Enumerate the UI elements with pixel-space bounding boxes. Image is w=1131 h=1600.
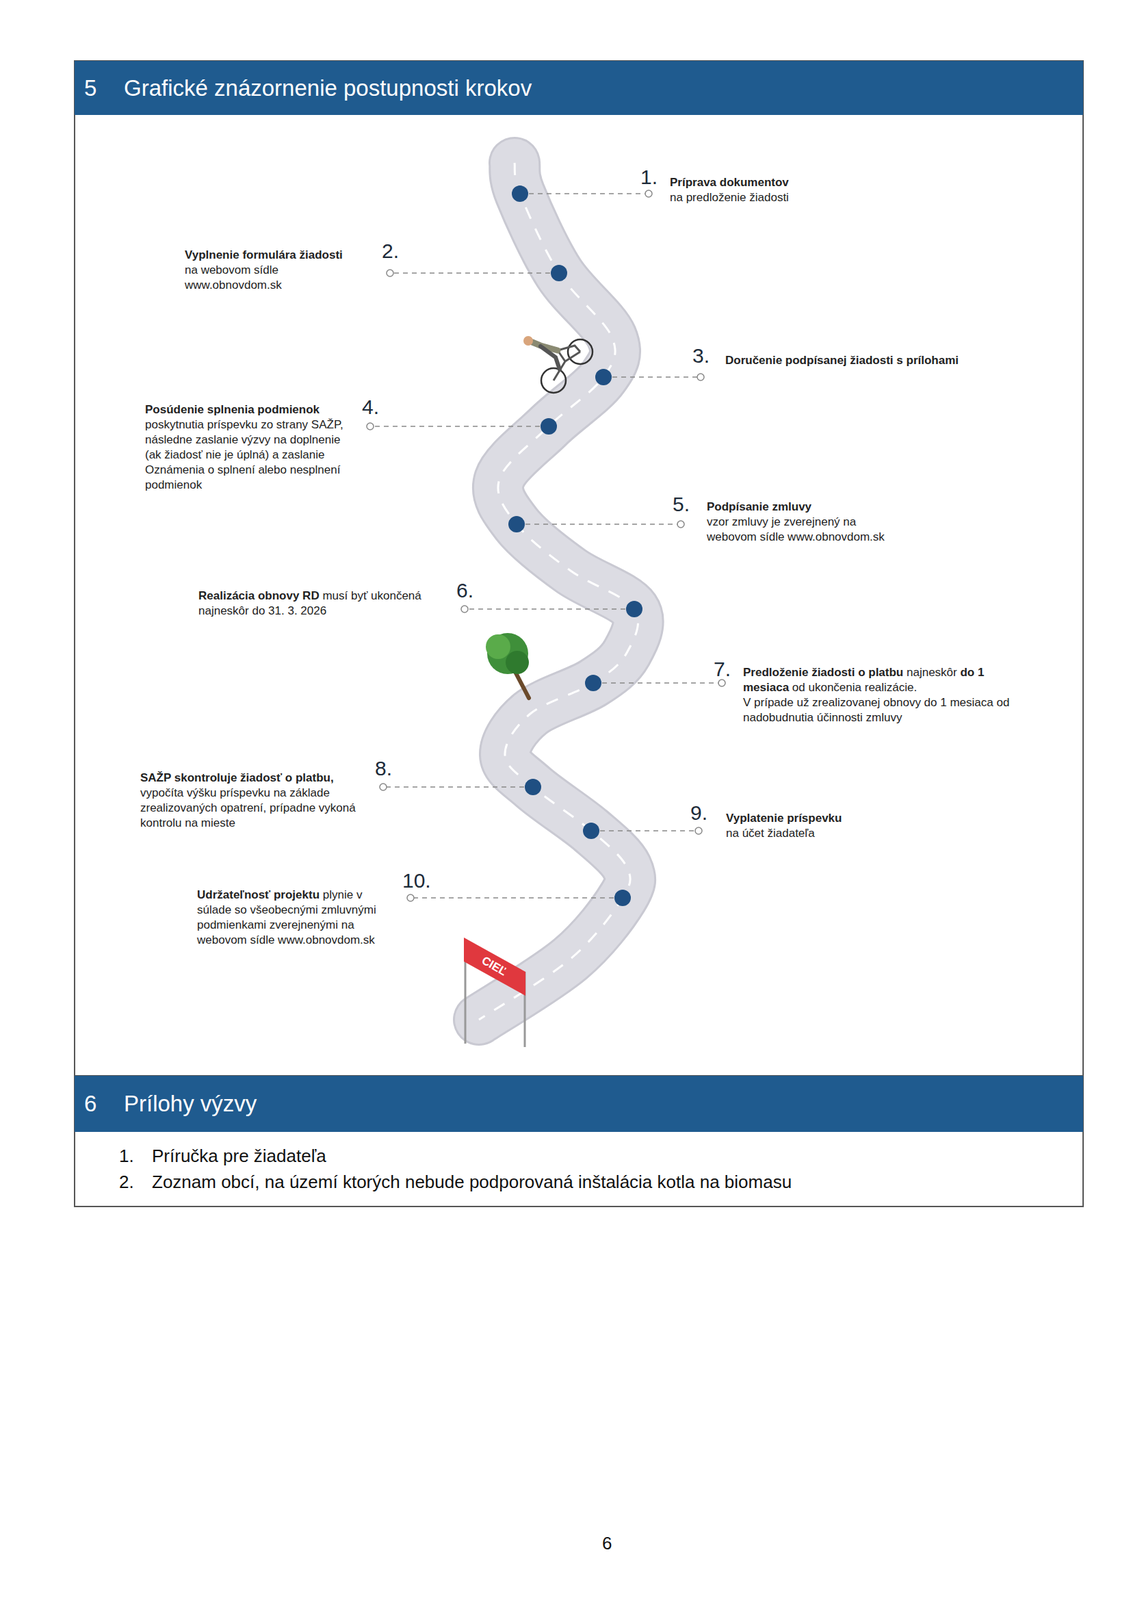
page-number: 6 bbox=[602, 1532, 612, 1554]
step-number: 9. bbox=[690, 802, 708, 824]
step-dot bbox=[626, 600, 643, 618]
leader-end bbox=[695, 827, 702, 835]
leader-end bbox=[645, 190, 653, 198]
road-center-line bbox=[478, 162, 639, 1020]
step-text: Predloženie žiadosti o platbu najneskôr … bbox=[743, 665, 1024, 726]
leader-end bbox=[677, 520, 685, 528]
step-description: poskytnutia príspevku zo strany SAŽP, ná… bbox=[145, 417, 351, 493]
step-heading: Realizácia obnovy RD bbox=[198, 589, 320, 603]
step-number: 2. bbox=[381, 240, 399, 262]
leader-end bbox=[697, 373, 705, 381]
tree-crown bbox=[505, 650, 529, 674]
step-dot bbox=[585, 674, 602, 692]
step-description: najneskôr bbox=[906, 665, 958, 679]
list-item: Zoznam obcí, na území ktorých nebude pod… bbox=[151, 1171, 792, 1193]
finish-banner bbox=[463, 937, 526, 996]
section-band: 6Prílohy výzvy bbox=[74, 1075, 1084, 1132]
leader-line bbox=[603, 376, 698, 378]
leader-line bbox=[386, 786, 533, 788]
leader-group bbox=[366, 185, 726, 906]
tree-crown bbox=[485, 634, 511, 659]
rider-head bbox=[523, 335, 533, 346]
step-number: 10. bbox=[402, 870, 432, 891]
step-number: 3. bbox=[692, 345, 710, 367]
step-description: V prípade už zrealizovanej obnovy do 1 m… bbox=[743, 695, 1024, 726]
step-text: Vyplatenie príspevkuna účet žiadateľa bbox=[725, 810, 932, 841]
step-description: vzor zmluvy je zverejnený na webovom síd… bbox=[706, 514, 892, 545]
step-number: 6. bbox=[456, 580, 474, 601]
road bbox=[478, 162, 639, 1020]
step-dot bbox=[582, 822, 600, 839]
step-dot bbox=[614, 889, 631, 906]
step-heading: Príprava dokumentov bbox=[669, 175, 876, 191]
step-description: na webovom sídle www.obnovdom.sk bbox=[184, 262, 371, 293]
leader-line bbox=[516, 523, 678, 525]
tree bbox=[485, 632, 529, 698]
list-item: Príručka pre žiadateľa bbox=[151, 1145, 327, 1167]
step-heading: Podpísanie zmluvy bbox=[706, 499, 892, 515]
step-text: Posúdenie splnenia podmienokposkytnutia … bbox=[145, 402, 351, 493]
step-dot bbox=[540, 418, 557, 435]
step-description: od ukončenia realizácie. bbox=[792, 680, 917, 694]
leader-line bbox=[393, 272, 559, 274]
step-description: na predloženie žiadosti bbox=[669, 190, 876, 206]
step-number: 4. bbox=[361, 396, 380, 418]
list-number: 2. bbox=[119, 1171, 135, 1193]
step-text: SAŽP skontroluje žiadosť o platbu,vypočí… bbox=[140, 770, 367, 831]
leader-line bbox=[373, 425, 549, 427]
step-heading: Posúdenie splnenia podmienok bbox=[145, 402, 351, 418]
step-text: Doručenie podpísanej žiadosti s príloham… bbox=[725, 353, 1054, 369]
step-description: na účet žiadateľa bbox=[725, 825, 932, 841]
step-heading: SAŽP skontroluje žiadosť o platbu, bbox=[140, 770, 367, 786]
step-dot bbox=[511, 185, 529, 202]
section-band: 5Grafické znázornenie postupnosti krokov bbox=[74, 60, 1084, 115]
leader-end bbox=[379, 783, 387, 791]
leader-end bbox=[366, 422, 374, 430]
leader-line bbox=[591, 829, 696, 832]
leader-line bbox=[468, 608, 635, 610]
step-heading: Vyplnenie formulára žiadosti bbox=[184, 247, 371, 263]
leader-line bbox=[593, 682, 719, 684]
cyclist bbox=[523, 335, 593, 393]
step-number: 1. bbox=[640, 166, 658, 188]
step-heading: Predloženie žiadosti o platbu bbox=[743, 665, 904, 679]
step-description: vypočíta výšku príspevku na základe zrea… bbox=[140, 785, 367, 831]
step-dot bbox=[595, 368, 612, 386]
step-dot bbox=[550, 264, 568, 282]
step-text: Udržateľnosť projektu plynie v súlade so… bbox=[197, 887, 399, 948]
step-number: 7. bbox=[713, 658, 731, 680]
step-heading: Udržateľnosť projektu bbox=[197, 888, 320, 902]
step-heading: Doručenie podpísanej žiadosti s príloham… bbox=[725, 353, 959, 367]
section-number: 5 bbox=[84, 75, 124, 102]
leader-end bbox=[718, 679, 726, 687]
step-text: Podpísanie zmluvyvzor zmluvy je zverejne… bbox=[706, 499, 892, 545]
road-edge bbox=[478, 162, 639, 1020]
step-text: Príprava dokumentovna predloženie žiados… bbox=[669, 175, 876, 206]
leader-line bbox=[520, 192, 646, 195]
leader-end bbox=[407, 894, 414, 902]
frame bbox=[74, 60, 1084, 1207]
step-text: Realizácia obnovy RD musí byť ukončená n… bbox=[198, 588, 448, 619]
list-number: 1. bbox=[119, 1145, 135, 1167]
leader-line bbox=[413, 897, 623, 899]
step-number: 8. bbox=[374, 758, 393, 779]
rider-leg bbox=[540, 346, 560, 370]
step-text: Vyplnenie formulára žiadostina webovom s… bbox=[184, 247, 371, 293]
finish-gate bbox=[463, 937, 526, 1047]
leader-end bbox=[461, 605, 468, 613]
leader-end bbox=[386, 269, 394, 277]
section-title: Grafické znázornenie postupnosti krokov bbox=[123, 75, 532, 102]
step-dot bbox=[524, 778, 542, 796]
step-heading: Vyplatenie príspevku bbox=[725, 810, 932, 826]
step-dot bbox=[508, 515, 525, 533]
step-number: 5. bbox=[672, 494, 690, 515]
section-number: 6 bbox=[84, 1090, 124, 1117]
section-title: Prílohy výzvy bbox=[123, 1090, 257, 1117]
